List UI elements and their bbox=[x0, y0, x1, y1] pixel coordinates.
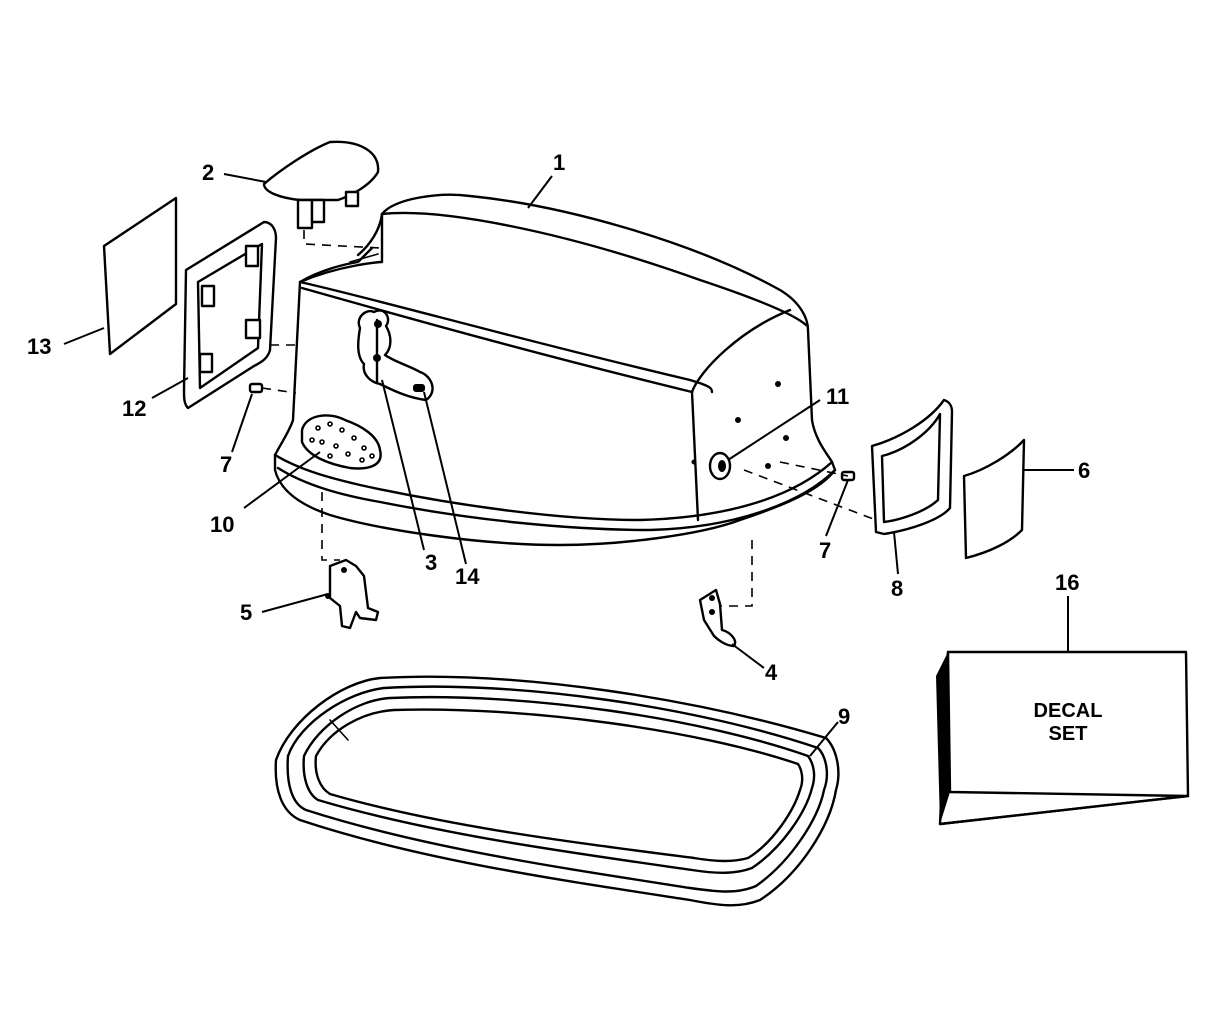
callout-16: 16 bbox=[1055, 570, 1080, 595]
callout-7-right: 7 bbox=[819, 538, 832, 563]
part-10-emblem bbox=[300, 414, 382, 470]
part-3-latch-bracket bbox=[357, 309, 434, 402]
part-13-decal bbox=[102, 196, 178, 356]
callout-11: 11 bbox=[826, 384, 850, 409]
part-8-grille-frame bbox=[870, 398, 954, 536]
callout-8: 8 bbox=[891, 576, 904, 601]
leader-lines bbox=[63, 173, 1074, 757]
assembly-dash-lines bbox=[261, 230, 877, 607]
decal-set-label: DECAL SET bbox=[998, 700, 1138, 746]
part-2-intake-cover bbox=[262, 140, 380, 230]
decal-set-line1: DECAL bbox=[1033, 700, 1103, 722]
part-12-frame bbox=[182, 220, 278, 410]
part-6-decal bbox=[962, 438, 1026, 560]
callout-9: 9 bbox=[838, 704, 851, 729]
part-9-seal bbox=[274, 675, 840, 907]
part-5-bracket bbox=[325, 558, 380, 630]
callout-12: 12 bbox=[122, 396, 147, 421]
callout-10: 10 bbox=[210, 512, 235, 537]
callout-6: 6 bbox=[1078, 458, 1091, 483]
callout-4: 4 bbox=[765, 660, 778, 685]
callout-13: 13 bbox=[27, 334, 52, 359]
part-16-decal-set-box bbox=[936, 650, 1190, 826]
callout-2: 2 bbox=[202, 160, 215, 185]
callout-14: 14 bbox=[455, 564, 480, 589]
part-4-bracket bbox=[698, 588, 737, 648]
callout-1: 1 bbox=[553, 150, 566, 175]
callout-3: 3 bbox=[425, 550, 438, 575]
callout-7-left: 7 bbox=[220, 452, 233, 477]
part-1-cowling bbox=[273, 193, 837, 547]
decal-set-line2: SET bbox=[1048, 723, 1088, 745]
part-7-screw-left bbox=[248, 382, 264, 394]
callout-5: 5 bbox=[240, 600, 253, 625]
